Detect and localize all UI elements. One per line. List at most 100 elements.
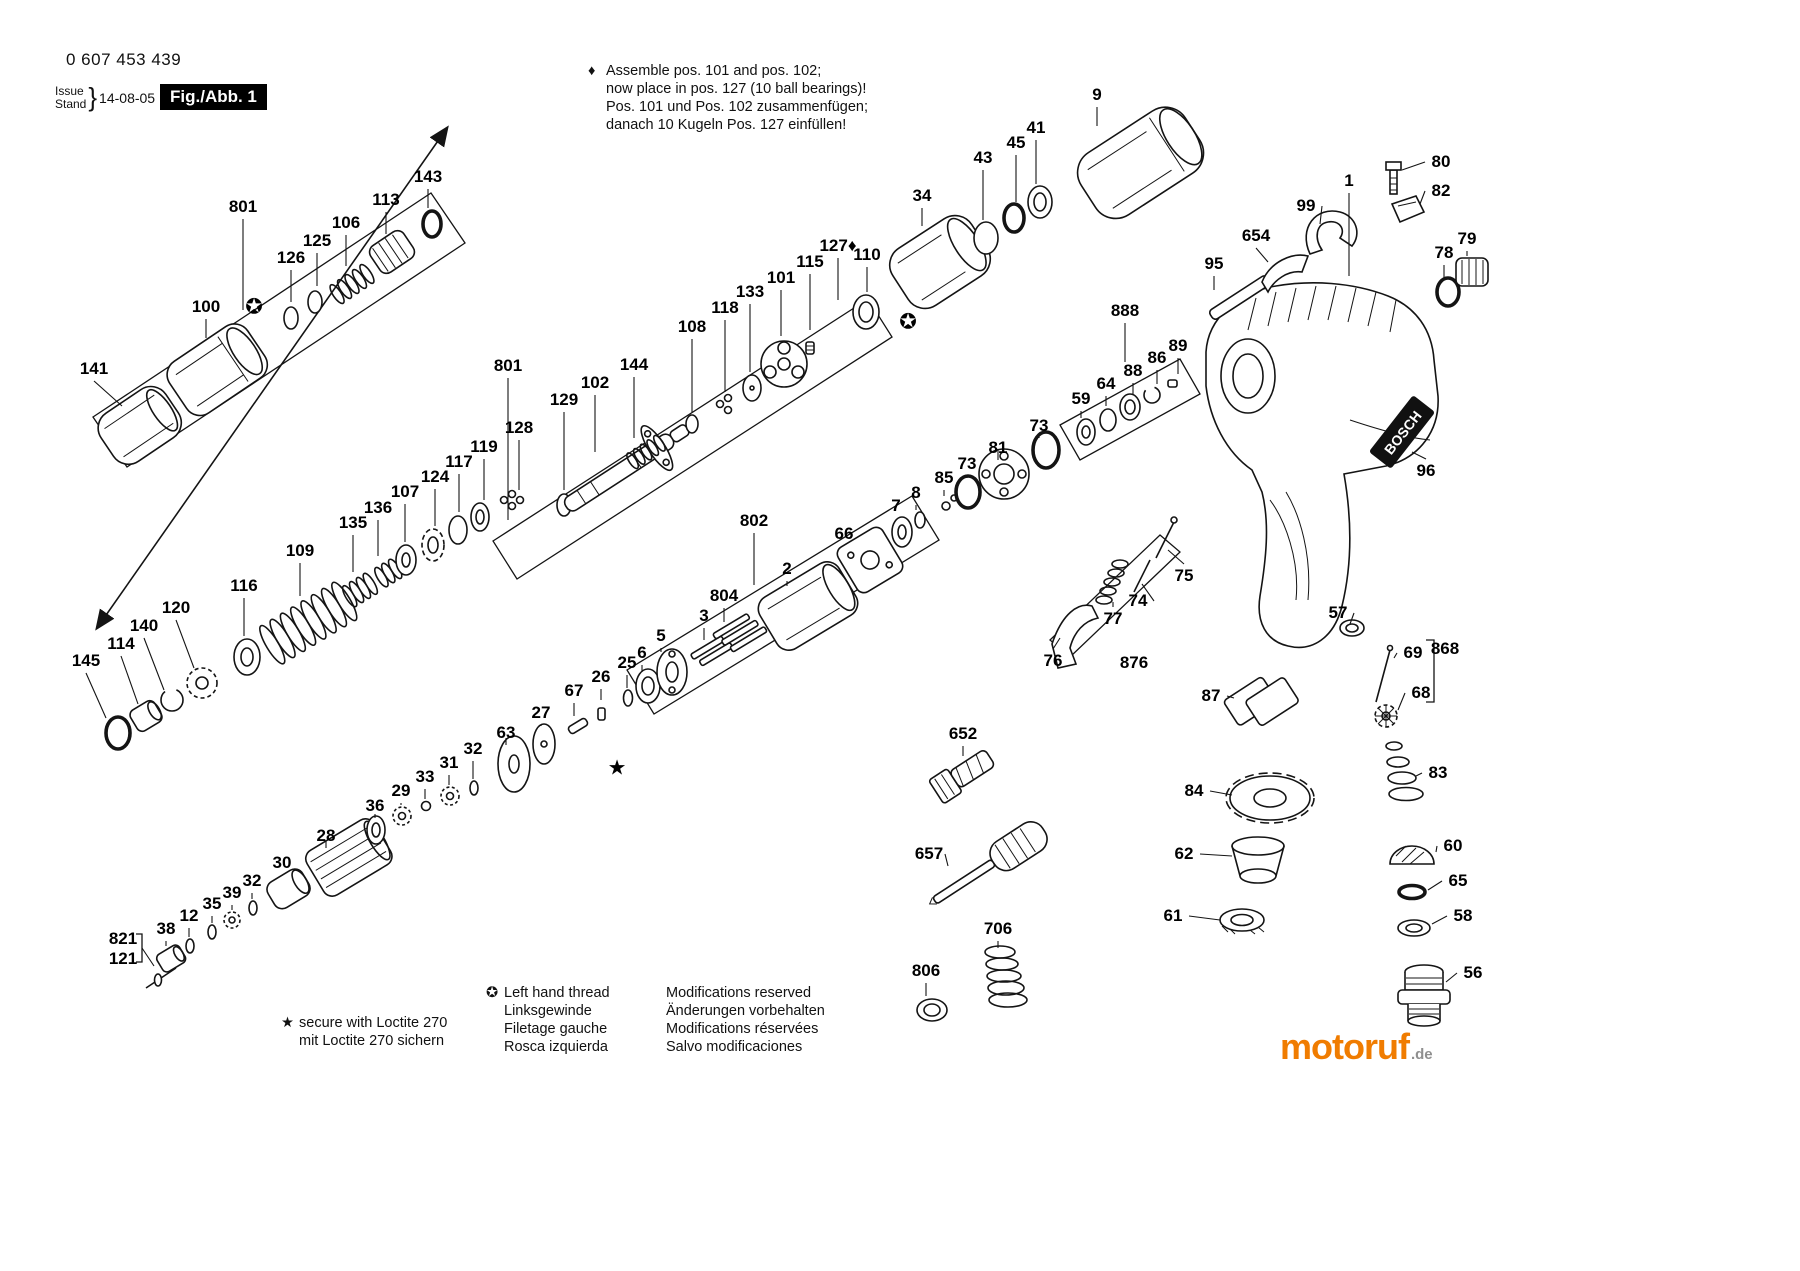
flange-84 [1225, 772, 1315, 824]
o-ring-65 [1397, 883, 1427, 901]
group-box-801b [492, 298, 893, 580]
mods-line: Modifications réservées [666, 1021, 819, 1037]
watermark-motoruf: motoruf.de [1280, 1026, 1433, 1068]
leader-line [1319, 205, 1323, 225]
loctite-line: mit Loctite 270 sichern [299, 1033, 445, 1049]
plate-27 [532, 723, 556, 765]
washer-36 [366, 815, 386, 845]
cap-806 [916, 998, 948, 1022]
lht-line: Linksgewinde [504, 1003, 592, 1019]
seat-108 [685, 414, 699, 434]
o-ring-45 [1002, 202, 1026, 234]
pin-74 [1133, 559, 1151, 593]
washer-8 [914, 511, 926, 529]
ratchet-disc-124 [421, 528, 445, 562]
hose-fitting-56 [1397, 964, 1451, 1027]
assembly-note-line: now place in pos. 127 (10 ball bearings)… [606, 81, 867, 97]
brace-glyph: } [88, 82, 98, 112]
leader-line [175, 619, 195, 669]
leader-line [1427, 880, 1443, 891]
cylinder-2 [757, 561, 859, 651]
watermark-tld: .de [1410, 1046, 1433, 1063]
ball-33 [420, 800, 432, 812]
o-ring-73a [954, 474, 982, 510]
ring-126 [283, 306, 299, 330]
issue-label: Issue [55, 83, 84, 98]
leader-line [944, 853, 949, 867]
end-plate-63 [497, 735, 531, 793]
bracket-868 [1426, 639, 1435, 703]
lht-line: Filetage gauche [504, 1021, 608, 1037]
leader-line [1445, 972, 1458, 983]
sleeve-30 [266, 868, 311, 910]
document-number: 0 607 453 439 [66, 50, 182, 69]
pin-121 [145, 967, 177, 989]
hanger-hook-99 [1305, 210, 1358, 255]
leader-line [85, 672, 107, 719]
pin-85 [941, 494, 958, 511]
clutch-81 [978, 448, 1030, 500]
issue-block: Issue Stand } 14-08-05 [55, 82, 155, 113]
leader-line [1401, 161, 1426, 171]
assembly-note: ♦Assemble pos. 101 and pos. 102; now pla… [588, 62, 868, 134]
spring-135 [341, 572, 379, 608]
washer-116 [233, 638, 261, 676]
assembly-note-line: danach 10 Kugeln Pos. 127 einfüllen! [606, 117, 847, 133]
washer-59 [1076, 418, 1096, 446]
leader-line [1255, 247, 1269, 263]
watermark-word: motoruf [1280, 1026, 1410, 1067]
disc-7 [891, 516, 913, 548]
bearing-plate-5 [656, 648, 688, 696]
pin-67 [567, 717, 589, 735]
pin-26 [597, 707, 606, 721]
washer-32a [248, 900, 258, 916]
balls-118 [715, 393, 733, 415]
leader-line [1199, 853, 1233, 857]
snap-ring-140 [160, 688, 184, 712]
end-plate-66 [836, 526, 904, 594]
leader-line [120, 655, 139, 705]
assembly-note-line: Pos. 101 und Pos. 102 zusammenfügen; [606, 99, 868, 115]
washer-32b [469, 780, 479, 796]
o-ring-145 [104, 715, 132, 751]
leader-line [1411, 451, 1427, 460]
knurled-nut-79 [1455, 257, 1489, 287]
mods-line: Änderungen vorbehalten [666, 1003, 825, 1019]
bushing-114 [129, 699, 163, 733]
leader-line [1431, 915, 1448, 925]
latch-82 [1390, 195, 1426, 224]
pin-75 [1155, 516, 1178, 559]
leader-line [93, 380, 123, 407]
key-89 [1167, 379, 1178, 388]
screw-80 [1385, 161, 1402, 195]
sleeve-141 [97, 385, 183, 466]
leader-line [1397, 692, 1406, 711]
leader-line [1167, 549, 1185, 565]
strainer-60 [1389, 845, 1435, 865]
issue-date: 14-08-05 [99, 89, 156, 106]
housing-100 [166, 323, 269, 417]
hose-nipple-652 [928, 750, 995, 804]
washer-12 [185, 938, 195, 954]
leader-line [1209, 790, 1233, 796]
mods-line: Modifications reserved [666, 985, 812, 1001]
left-hand-thread-note: ✪Left hand thread Linksgewinde Filetage … [486, 984, 610, 1056]
loctite-note: ★secure with Loctite 270 mit Loctite 270… [281, 1014, 447, 1050]
lht-line: Left hand thread [504, 985, 610, 1001]
gear-29 [392, 806, 412, 826]
balls-128 [499, 489, 525, 511]
sleeve-9 [1076, 106, 1205, 220]
lht-line: Rosca izquierda [504, 1039, 608, 1055]
leader-line [1226, 695, 1235, 699]
washer-25 [622, 689, 634, 707]
valve-plates-87 [1223, 676, 1299, 726]
clip-654 [1261, 254, 1310, 294]
leader-line [1435, 845, 1438, 853]
leader-line [1415, 772, 1423, 777]
spring-144 [626, 434, 666, 470]
assembly-axis-arrow [95, 125, 449, 631]
washer-58 [1397, 919, 1431, 937]
diamond-icon: ♦ [588, 63, 596, 79]
ring-125 [307, 290, 323, 314]
